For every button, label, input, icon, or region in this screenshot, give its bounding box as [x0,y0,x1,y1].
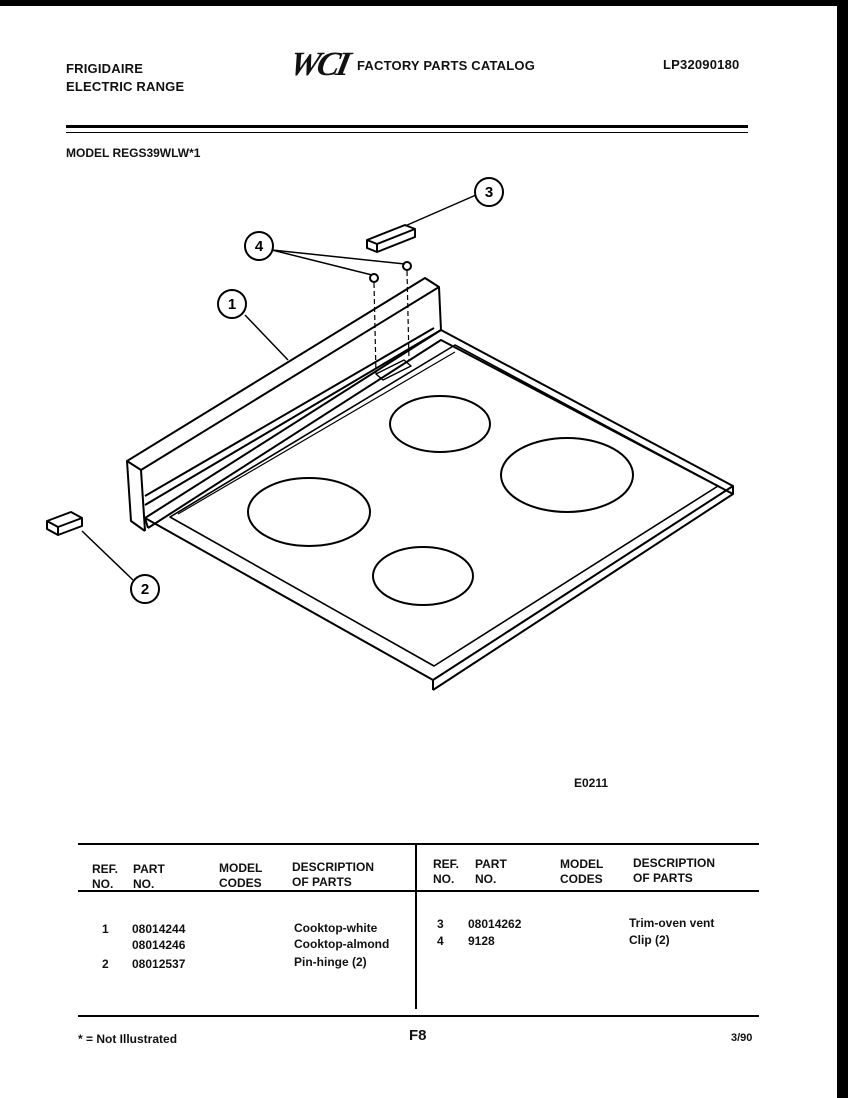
row-description: Trim-oven vent [629,916,715,930]
model-label: MODEL REGS39WLW*1 [66,146,201,160]
not-illustrated-note: * = Not Illustrated [78,1032,178,1046]
header-part-no: PART NO. [133,862,165,891]
figure-code: E0211 [574,776,609,790]
catalog-title: FACTORY PARTS CATALOG [357,58,536,73]
header-rule-thick [66,125,748,128]
scan-border-top [0,0,848,6]
row-description: Pin-hinge (2) [294,955,367,969]
row-description: Cooktop-white [294,921,378,935]
callout-2: 2 [141,581,149,598]
callout-4: 4 [255,238,264,255]
header-ref-no: REF. NO. [92,862,119,891]
header-ref-no-right: REF. NO. [433,857,460,886]
row-description: Clip (2) [629,933,670,947]
row-ref: 3 [437,917,444,931]
header-part-no-right: PART NO. [475,857,507,886]
header-description-right: DESCRIPTION OF PARTS [633,856,716,885]
brand-name: FRIGIDAIRE [66,61,144,76]
scan-border-right [837,0,848,1098]
header-description: DESCRIPTION OF PARTS [292,860,375,889]
callout-1: 1 [228,296,236,313]
row-part-no: 08014244 [132,922,186,936]
row-ref: 1 [102,922,109,936]
row-description: Cooktop-almond [294,937,390,951]
row-part-no: 08014246 [132,938,186,952]
catalog-date: 3/90 [731,1032,753,1044]
table-top-rule [78,843,759,845]
row-part-no: 08012537 [132,957,186,971]
row-part-no: 9128 [468,934,495,948]
row-ref: 2 [102,957,109,971]
page-number: F8 [409,1027,427,1044]
table-header-rule [78,890,759,892]
header-model-codes-right: MODEL CODES [560,857,604,886]
table-divider [415,843,417,1009]
callout-3: 3 [485,184,493,201]
table-bottom-rule [78,1015,759,1017]
row-part-no: 08014262 [468,917,522,931]
header-rule-thin [66,132,748,133]
product-name: ELECTRIC RANGE [66,79,185,94]
header-model-codes: MODEL CODES [219,861,263,890]
catalog-number: LP32090180 [663,57,740,72]
row-ref: 4 [437,934,444,948]
